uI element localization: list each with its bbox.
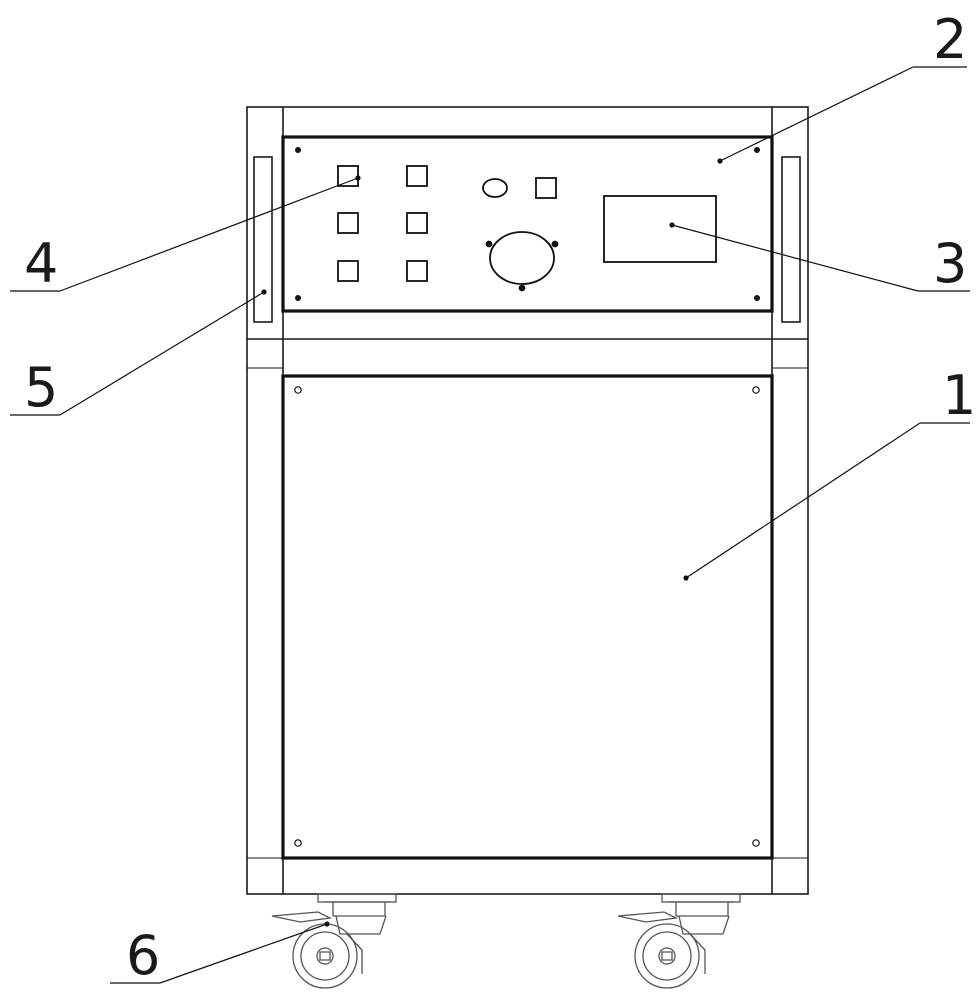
button-5 <box>338 261 358 281</box>
panel-screw-tl <box>295 147 301 153</box>
button-1 <box>338 166 358 186</box>
callout-1: 1 <box>942 364 976 427</box>
callout-6: 6 <box>126 924 160 987</box>
callout-5: 5 <box>24 356 58 419</box>
front-door <box>283 376 772 858</box>
callout-2: 2 <box>933 8 967 71</box>
display-screen <box>604 196 716 262</box>
panel-screw-br <box>754 295 760 301</box>
caster-left <box>272 894 396 988</box>
left-handle <box>254 157 272 322</box>
button-7 <box>536 178 556 198</box>
indicator-lamp <box>483 179 507 197</box>
control-panel <box>283 137 772 311</box>
round-port <box>487 232 558 291</box>
button-2 <box>407 166 427 186</box>
button-4 <box>407 213 427 233</box>
side-handles <box>254 157 800 322</box>
panel-screw-tr <box>754 147 760 153</box>
control-buttons <box>338 166 556 281</box>
panel-screw-bl <box>295 295 301 301</box>
cabinet-frame <box>247 107 808 894</box>
button-6 <box>407 261 427 281</box>
callout-labels: 1 2 3 4 5 6 <box>24 8 976 987</box>
leader-lines <box>10 67 970 983</box>
caster-right <box>618 894 740 988</box>
callout-3: 3 <box>933 232 967 295</box>
callout-4: 4 <box>24 232 58 295</box>
right-handle <box>782 157 800 322</box>
button-3 <box>338 213 358 233</box>
